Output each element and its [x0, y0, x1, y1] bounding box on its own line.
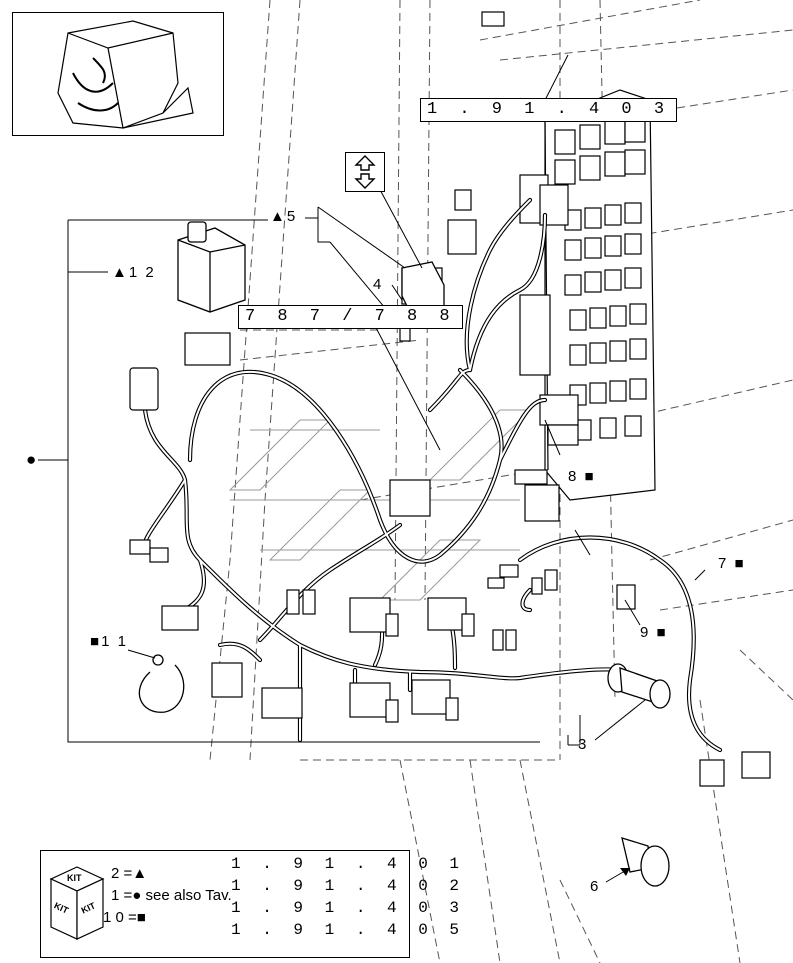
kit-cube-icon: KIT KIT KIT	[49, 863, 105, 943]
kit-top-label: KIT	[67, 873, 82, 883]
square-symbol: ■	[734, 555, 746, 572]
square-symbol: ■	[584, 468, 596, 485]
connector-icon	[149, 547, 169, 563]
square-symbol: ■	[136, 909, 146, 926]
leader-lines	[38, 54, 706, 883]
legend-ref-1: 1 . 9 1 . 4 0 1	[231, 855, 466, 873]
callout-8-label: 8	[568, 468, 579, 485]
relay-array	[554, 117, 647, 441]
connector-icon	[411, 679, 451, 715]
circle-symbol: ●	[26, 450, 39, 469]
connector-icon	[461, 613, 475, 637]
cab-thumbnail	[12, 12, 224, 136]
cable-tie	[138, 654, 185, 713]
connector-icon	[524, 484, 560, 522]
connector-icon	[302, 589, 316, 615]
legend-row-circle: 1 =● see also Tav.	[111, 887, 232, 905]
callout-5: ▲5	[270, 208, 297, 226]
fuse-box-connectors	[519, 174, 579, 446]
square-symbol: ■	[656, 624, 668, 641]
connector-icon	[492, 629, 504, 651]
background-cab-frame	[209, 0, 793, 963]
connector-icon	[447, 219, 477, 255]
callout-9-label: 9	[640, 624, 651, 641]
grommet-pin	[621, 837, 670, 887]
legend-row-triangle-num: 2 =	[111, 865, 133, 882]
connector-icon	[389, 479, 431, 517]
fuse-box	[519, 89, 656, 501]
legend-row-square-num: 1 0 =	[103, 909, 137, 926]
callout-3: 3	[578, 736, 589, 753]
up-down-arrow-icon	[345, 152, 385, 192]
connector-icon	[286, 589, 300, 615]
callout-12-label: 1 2	[128, 264, 156, 281]
kit-legend: KIT KIT KIT 2 =▲ 1 =● see also Tav. 1 0 …	[40, 850, 459, 958]
callout-12: ▲1 2	[112, 264, 156, 282]
legend-row-circle-num: 1 =	[111, 887, 133, 904]
connector-icon	[741, 751, 771, 779]
connector-icon	[427, 597, 467, 631]
connector-icon	[129, 539, 151, 555]
triangle-symbol: ▲	[132, 865, 148, 882]
connector-icon	[499, 564, 519, 578]
connector-icon	[699, 759, 725, 787]
connector-icon	[505, 629, 517, 651]
legend-see-also: see also Tav.	[145, 887, 232, 904]
legend-ref-3: 1 . 9 1 . 4 0 3	[231, 899, 466, 917]
connector-icon	[161, 605, 199, 631]
callout-7: 7 ■	[718, 555, 746, 573]
connector-icon	[349, 597, 391, 633]
connector-icon	[184, 332, 231, 366]
ref-top: 1 . 9 1 . 4 0 3	[420, 98, 678, 122]
callout-6: 6	[590, 878, 601, 895]
connector-icon	[385, 613, 399, 637]
callout-8: 8 ■	[568, 468, 596, 486]
connector-icon	[445, 697, 459, 721]
callout-9: 9 ■	[640, 624, 668, 642]
triangle-symbol: ▲	[270, 208, 287, 225]
callout-7-label: 7	[718, 555, 729, 572]
harness-main-fill	[143, 199, 721, 751]
connector-icon	[261, 687, 303, 719]
triangle-symbol: ▲	[112, 264, 129, 281]
legend-row-square: 1 0 =■	[103, 909, 146, 927]
kit-cube-drawing	[49, 866, 105, 940]
callout-5-label: 5	[286, 208, 298, 225]
connector-group	[129, 11, 771, 787]
connector-icon	[211, 662, 243, 698]
legend-ref-4: 1 . 9 1 . 4 0 5	[231, 921, 466, 939]
ref-connector: 7 8 7 / 7 8 8	[238, 305, 463, 329]
callout-4: 4	[373, 276, 384, 293]
callout-bullet: ●	[26, 451, 38, 469]
square-symbol: ■	[90, 633, 102, 650]
relay-icon	[177, 221, 246, 313]
up-down-arrow-drawing	[354, 155, 376, 189]
watermark-logo	[228, 409, 532, 601]
callout-11-label: 1 1	[101, 633, 128, 650]
circle-symbol: ●	[132, 887, 142, 904]
connector-icon	[616, 584, 636, 610]
connector-icon	[454, 189, 472, 211]
connector-icon	[481, 11, 505, 27]
connector-icon	[349, 682, 391, 718]
connector-icon	[544, 569, 558, 591]
connector-icon	[487, 577, 505, 589]
connector-icon	[514, 469, 548, 485]
legend-row-triangle: 2 =▲	[111, 865, 147, 883]
cab-thumbnail-drawing	[57, 20, 194, 129]
connector-icon	[385, 699, 399, 723]
round-plug	[607, 663, 671, 709]
connector-icon	[531, 577, 543, 595]
legend-ref-2: 1 . 9 1 . 4 0 2	[231, 877, 466, 895]
callout-11: ■1 1	[90, 633, 128, 651]
connector-icon	[129, 367, 159, 411]
